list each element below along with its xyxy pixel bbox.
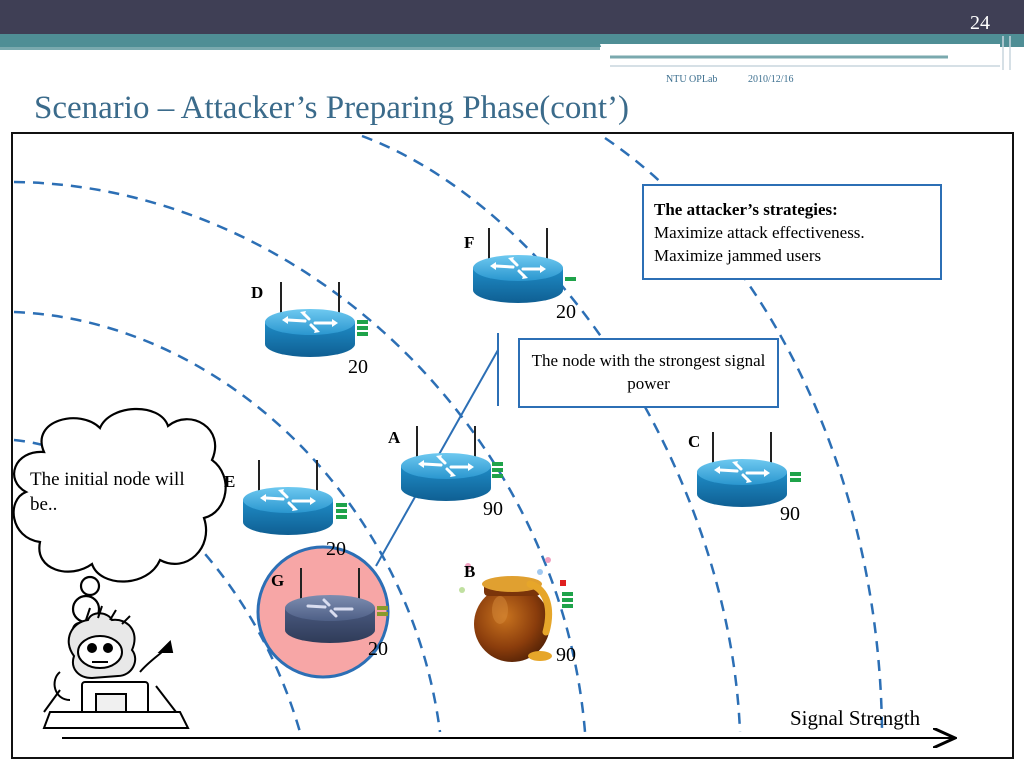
node-d-letter: D (251, 283, 264, 302)
thought-bubble-text: The initial node will be.. (30, 469, 185, 515)
attacker-person-icon (42, 605, 190, 729)
node-c-letter: C (688, 432, 701, 451)
slide-number: 24 (970, 12, 990, 34)
honeypot-icon (459, 557, 553, 662)
node-a-value: 90 (483, 498, 503, 520)
footer-organization: NTU OPLab (666, 74, 718, 85)
node-d-value: 20 (348, 356, 368, 378)
strongest-signal-callout: The node with the strongest signal power (518, 338, 779, 408)
attacker-strategies-callout: The attacker’s strategies: Maximize atta… (642, 184, 942, 280)
node-c-value: 90 (780, 503, 800, 525)
footer-date: 2010/12/16 (748, 74, 794, 85)
node-e-value: 20 (326, 538, 346, 560)
node-b-letter: B (464, 562, 476, 581)
router-e-icon (241, 458, 335, 537)
node-f-value: 20 (556, 301, 576, 323)
router-d-icon (263, 280, 357, 359)
router-c-icon (695, 430, 789, 509)
strategy-line-2: Maximize jammed users (654, 246, 822, 265)
signal-bar-icons (336, 277, 801, 608)
signal-strength-label: Signal Strength (790, 706, 921, 730)
node-e-letter: E (224, 472, 236, 491)
strategy-heading: The attacker’s strategies: (654, 200, 838, 219)
node-a-letter: A (388, 428, 401, 447)
node-g-value: 20 (368, 638, 388, 660)
node-b-value: 90 (556, 644, 576, 666)
router-a-icon (399, 424, 493, 503)
strategy-line-1: Maximize attack effectiveness. (654, 223, 865, 242)
node-f-letter: F (464, 233, 475, 252)
router-f-icon (471, 226, 565, 305)
node-g-letter: G (271, 571, 285, 590)
slide-title: Scenario – Attacker’s Preparing Phase(co… (34, 90, 630, 126)
thought-bubble (12, 407, 227, 639)
